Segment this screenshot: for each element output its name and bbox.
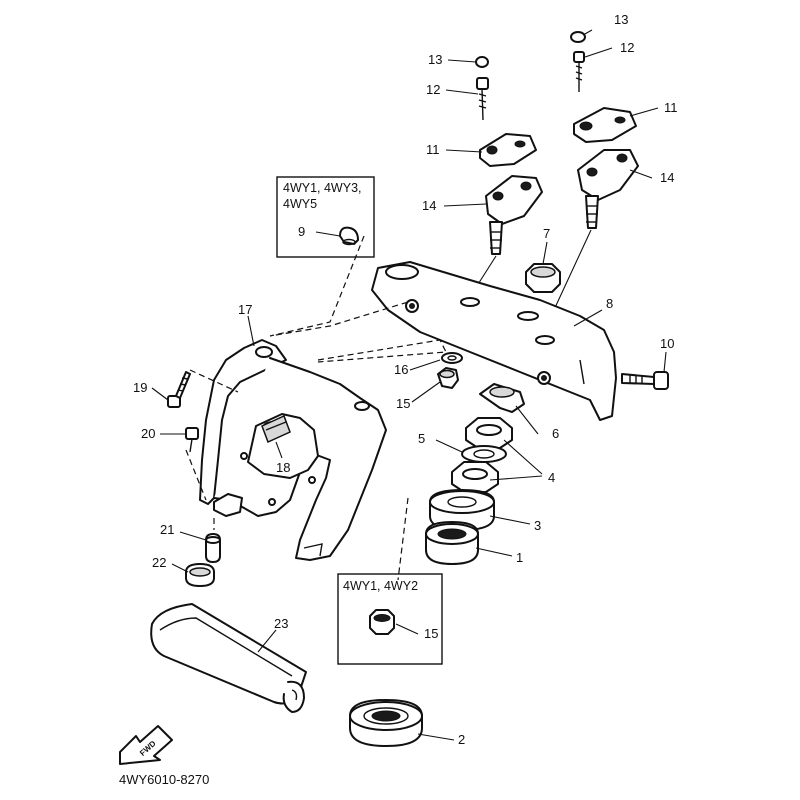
callout-20: 20 — [141, 426, 155, 441]
fwd-arrow-icon: FWD — [119, 725, 173, 765]
guide-line-top-box — [269, 235, 409, 337]
diagram-code: 4WY6010-8270 — [119, 772, 209, 787]
upper-holder-11-left — [479, 133, 537, 167]
callout-13-top-right: 13 — [614, 12, 628, 27]
leader-lines — [151, 29, 667, 741]
callout-16: 16 — [394, 362, 408, 377]
callout-3: 3 — [534, 518, 541, 533]
variant-box-bottom-line1: 4WY1, 4WY2 — [343, 579, 418, 593]
nut-15-upper — [437, 367, 459, 389]
callout-7: 7 — [543, 226, 550, 241]
guide-line-washer — [317, 339, 447, 363]
callout-12-top-right: 12 — [620, 40, 634, 55]
handle-cap-13-right — [570, 31, 586, 43]
guide-line-bolt20 — [185, 449, 207, 501]
callout-23: 23 — [274, 616, 288, 631]
lower-holder-14-right — [577, 149, 639, 229]
nut-7 — [525, 263, 561, 293]
callout-2: 2 — [458, 732, 465, 747]
variant-box-top-line1: 4WY1, 4WY3, — [283, 181, 362, 195]
callout-4: 4 — [548, 470, 555, 485]
callout-17: 17 — [238, 302, 252, 317]
washer-6 — [479, 383, 525, 413]
callout-22: 22 — [152, 555, 166, 570]
upper-bracket-8 — [371, 261, 617, 421]
callout-12-left: 12 — [426, 82, 440, 97]
cowling-stay-17 — [199, 339, 387, 561]
grommet-22 — [185, 563, 215, 587]
callout-10: 10 — [660, 336, 674, 351]
callout-14-right: 14 — [660, 170, 674, 185]
callout-9: 9 — [298, 224, 305, 239]
cap-nut-9 — [339, 226, 359, 246]
nut-15-box — [369, 609, 395, 635]
handle-cap-13-left — [475, 56, 489, 68]
callout-numbers: 13 12 11 14 13 12 11 14 7 8 10 9 17 16 1… — [133, 12, 678, 747]
bearing-1 — [425, 521, 479, 565]
variant-box-top-line2: 4WY5 — [283, 197, 317, 211]
washer-16 — [441, 352, 463, 364]
guide-line-bolt19 — [189, 369, 239, 393]
variant-box-top — [276, 176, 375, 258]
callout-11-left: 11 — [426, 142, 440, 157]
callout-5: 5 — [418, 431, 425, 446]
callout-11-right: 11 — [664, 100, 678, 115]
variant-box-bottom — [337, 573, 443, 665]
bolt-12-left — [476, 77, 489, 121]
callout-6: 6 — [552, 426, 559, 441]
bolt-20 — [185, 427, 199, 453]
guide-line-stem — [397, 497, 409, 581]
bearing-2 — [349, 699, 423, 747]
ring-nut-4-lower — [451, 461, 499, 493]
damper-18 — [261, 414, 291, 444]
callout-21: 21 — [160, 522, 174, 537]
ring-nut-4-upper — [465, 417, 513, 449]
callout-14-left: 14 — [422, 198, 436, 213]
callout-19: 19 — [133, 380, 147, 395]
callout-8: 8 — [606, 296, 613, 311]
collar-21 — [205, 533, 221, 563]
cover-23 — [150, 603, 307, 713]
bolt-10 — [621, 371, 669, 390]
callout-18: 18 — [276, 460, 290, 475]
lower-holder-14-left — [485, 175, 543, 255]
washer-5 — [461, 445, 507, 463]
upper-holder-11-right — [573, 107, 637, 143]
callout-15-box: 15 — [424, 626, 438, 641]
callout-1: 1 — [516, 550, 523, 565]
callout-15-upper: 15 — [396, 396, 410, 411]
bolt-12-right — [573, 51, 585, 92]
callout-13-left: 13 — [428, 52, 442, 67]
bolt-19 — [167, 371, 191, 408]
